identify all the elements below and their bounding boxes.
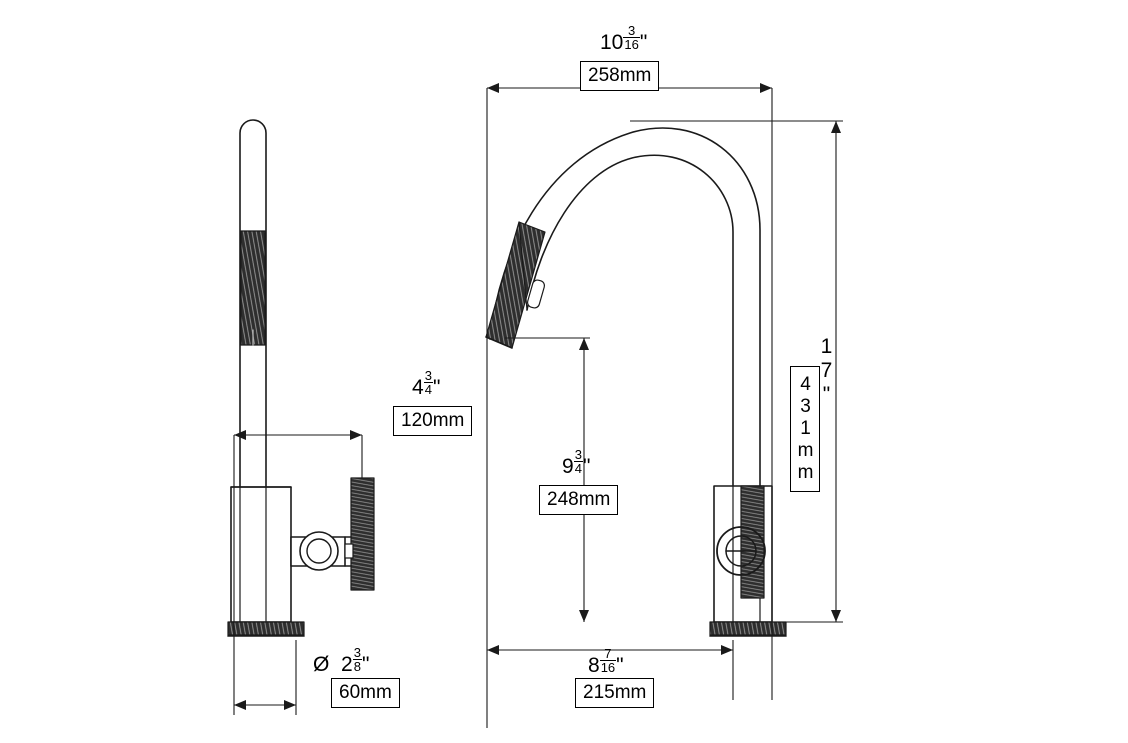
spout-clearance-num: 3	[573, 446, 583, 462]
spout-clearance-whole: 9	[562, 455, 574, 479]
dimension-overall-height-metric: 431mm	[790, 366, 820, 492]
spout-reach-den: 16	[600, 659, 616, 675]
spout-width-den: 16	[624, 36, 639, 52]
dimension-spout-clearance-metric: 248mm	[539, 485, 619, 515]
spout-reach-unit: "	[616, 654, 624, 678]
spout-clearance-unit: "	[582, 455, 591, 479]
overall-height-unit: "	[815, 383, 838, 407]
handle-height-den: 4	[424, 381, 432, 397]
spout-reach-whole: 8	[588, 654, 600, 678]
spout-width-whole: 10	[600, 31, 624, 55]
base-diameter-unit: "	[361, 653, 370, 677]
dimension-base-diameter-metric: 60mm	[331, 678, 400, 708]
spout-width-unit: "	[639, 31, 648, 55]
spout-reach-num: 7	[599, 647, 617, 661]
dimension-spout-width-metric: 258mm	[580, 61, 660, 91]
handle-height-unit: "	[432, 376, 441, 400]
spout-clearance-den: 4	[574, 460, 582, 476]
left-view-faucet	[227, 119, 375, 637]
spout-width-num: 3	[623, 24, 640, 38]
overall-height-whole: 17	[815, 335, 838, 383]
handle-height-num: 3	[423, 367, 433, 383]
base-diameter-den: 8	[353, 658, 361, 674]
dimension-lines	[233, 83, 843, 728]
right-view-faucet	[485, 127, 787, 637]
dimension-handle-height-metric: 120mm	[393, 406, 473, 436]
dimension-overall-height-imperial: 17"	[815, 335, 838, 407]
base-diameter-whole: 2	[341, 653, 353, 677]
dimension-spout-reach-metric: 215mm	[575, 678, 655, 708]
base-diameter-num: 3	[352, 644, 362, 660]
handle-height-whole: 4	[412, 376, 424, 400]
diameter-symbol-icon: Ø	[313, 653, 330, 677]
